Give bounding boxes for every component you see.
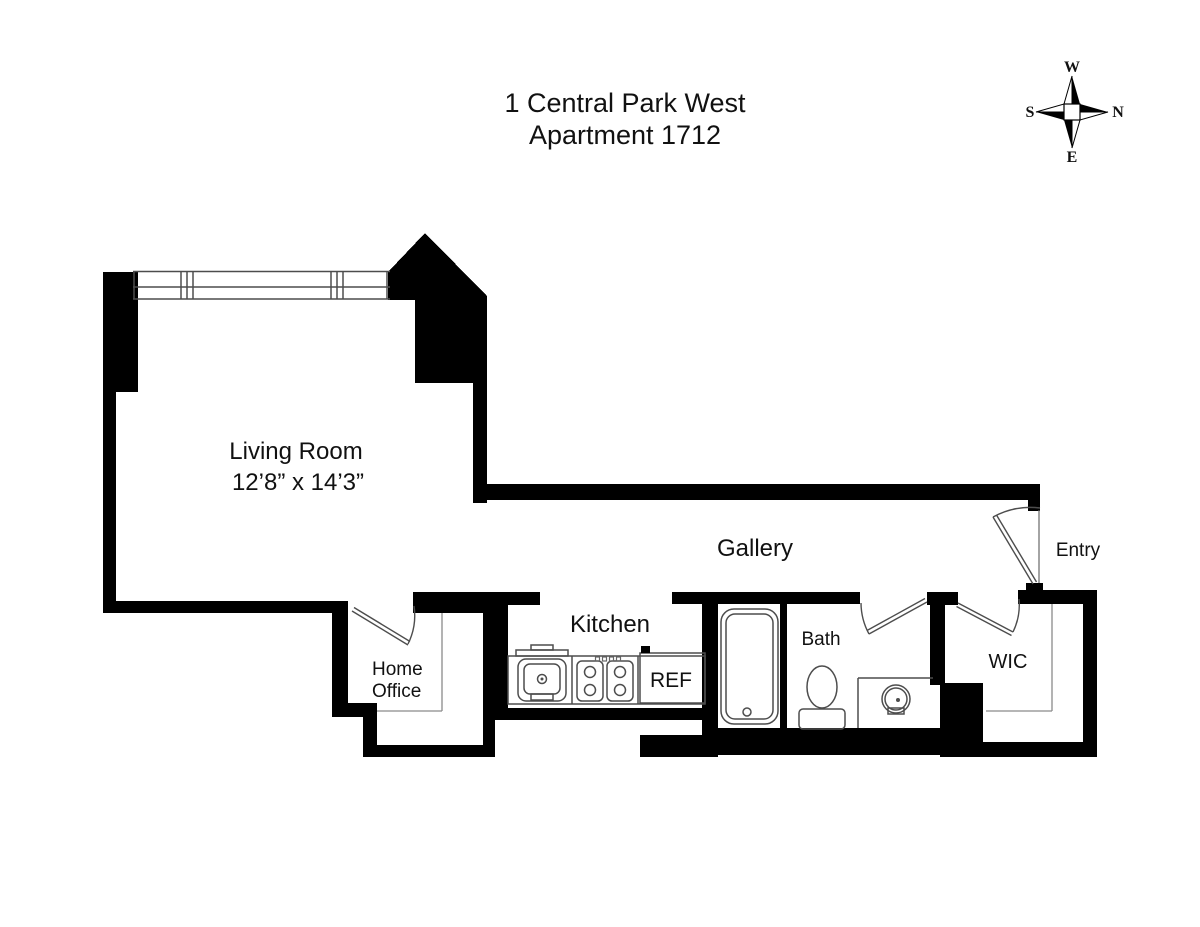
wall-segment — [103, 392, 116, 613]
compass-arm-left-black — [1036, 112, 1064, 120]
wall-segment — [780, 602, 787, 731]
wall-segment — [702, 592, 718, 757]
wic-door — [956, 598, 1020, 637]
wall-segment — [672, 592, 860, 604]
walls — [103, 233, 1097, 757]
compass-label-north: N — [1112, 104, 1124, 121]
toilet — [798, 665, 846, 730]
home-office-outline — [377, 613, 443, 712]
wall-segment — [1083, 592, 1097, 757]
kitchen-label: Kitchen — [570, 611, 650, 638]
home-office-door — [351, 605, 416, 646]
window-band — [133, 270, 390, 300]
compass-label-south: S — [1026, 104, 1035, 121]
wall-segment — [1018, 590, 1097, 604]
wic-label: WIC — [989, 651, 1028, 673]
interior-outlines — [377, 604, 1053, 712]
compass-arm-right-white — [1079, 111, 1109, 121]
wall-segment — [930, 592, 945, 685]
doors — [351, 506, 1041, 646]
wall-segment — [103, 601, 348, 613]
window-mullion-group — [180, 272, 194, 299]
vanity-sink — [857, 677, 933, 728]
wall-segment — [483, 592, 508, 720]
wic-outline — [986, 604, 1053, 712]
wall-segment — [363, 713, 377, 750]
compass-arm-bottom-black — [1064, 120, 1072, 148]
entry-label: Entry — [1056, 540, 1101, 561]
compass-arm-bottom-white — [1071, 119, 1081, 149]
wall-segment — [483, 708, 718, 720]
room-labels: Living Room 12’8” x 14’3” Gallery Kitche… — [229, 438, 1100, 702]
compass-arm-top-black — [1072, 76, 1080, 104]
wall-segment — [982, 742, 1097, 757]
wall-segment — [332, 601, 348, 713]
bath-fixtures — [720, 608, 933, 730]
compass-center-square — [1063, 103, 1081, 121]
stove — [576, 656, 634, 702]
kitchen-sink — [515, 644, 569, 702]
page-title-line1: 1 Central Park West — [504, 88, 746, 118]
wall-segment — [640, 735, 718, 757]
compass-rose: W N E S — [1026, 59, 1125, 166]
compass-arm-top-white — [1063, 75, 1073, 105]
living-room-label: Living Room — [229, 438, 362, 465]
wall-segment — [940, 683, 983, 757]
bathtub — [720, 608, 779, 725]
wall-segment — [702, 728, 952, 755]
refrigerator: REF — [639, 646, 706, 704]
title-block: 1 Central Park West Apartment 1712 — [504, 88, 746, 150]
refrigerator-label: REF — [650, 669, 692, 692]
bath-door — [860, 597, 928, 635]
compass-arm-left-white — [1035, 103, 1065, 113]
compass-label-west: W — [1064, 59, 1080, 76]
home-office-label-line2: Office — [372, 681, 421, 702]
window-mullion-group — [330, 272, 344, 299]
refrigerator-tab — [641, 646, 650, 653]
home-office-label-line1: Home — [372, 659, 423, 680]
compass-label-east: E — [1067, 149, 1078, 166]
wall-segment — [1028, 500, 1040, 511]
gallery-label: Gallery — [717, 535, 793, 562]
living-room-dimensions: 12’8” x 14’3” — [232, 469, 364, 496]
kitchen-fixtures: REF — [507, 644, 706, 705]
page-title-line2: Apartment 1712 — [529, 120, 721, 150]
bath-label: Bath — [801, 629, 840, 650]
wall-segment — [363, 745, 495, 757]
wall-segment — [103, 272, 138, 392]
entry-door — [992, 506, 1041, 585]
wall-segment — [473, 484, 1040, 500]
compass-arm-right-black — [1080, 104, 1108, 112]
wall-corner-pentagon — [388, 233, 487, 503]
